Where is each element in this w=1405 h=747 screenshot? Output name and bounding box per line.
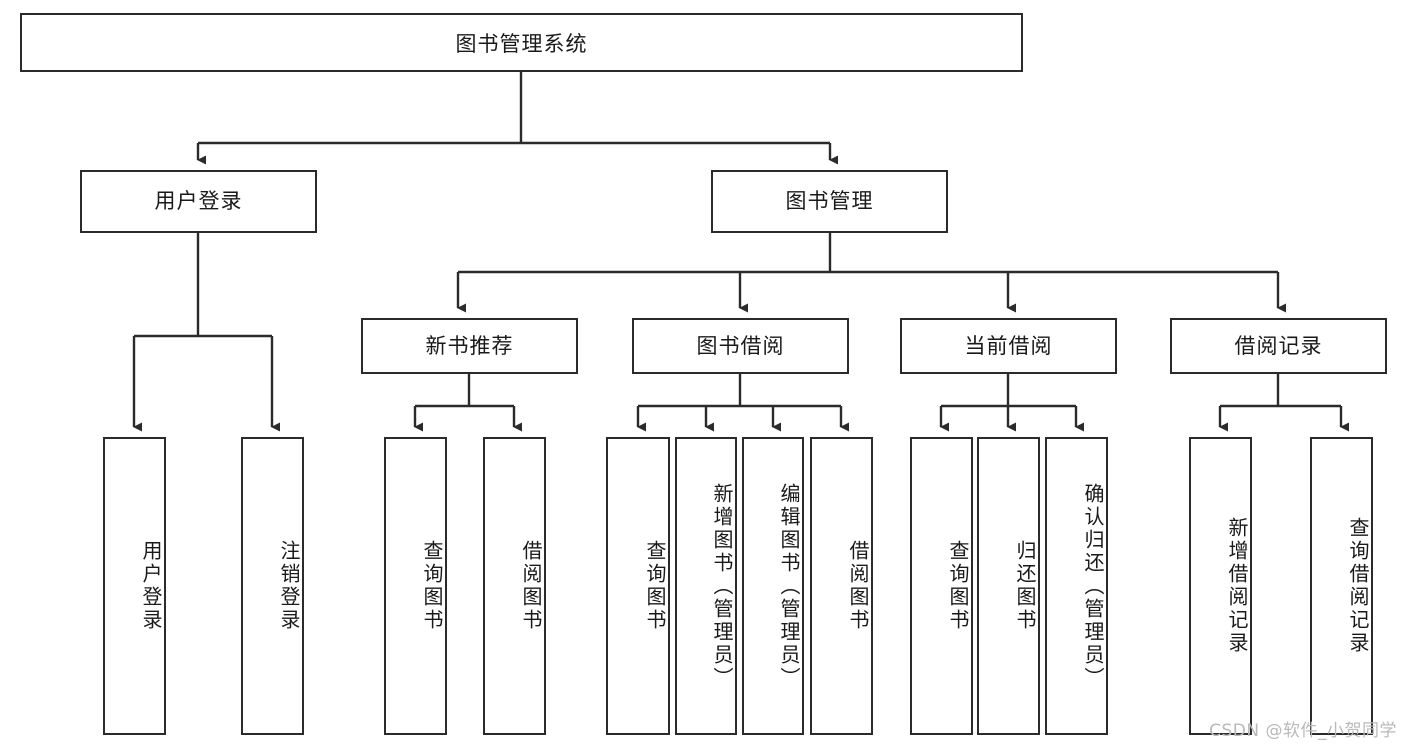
leaf-user-login[interactable]: 用户登录 <box>103 437 166 735</box>
leaf-borrow-book-recommend[interactable]: 借阅图书 <box>483 437 546 735</box>
node-borrow-record[interactable]: 借阅记录 <box>1170 318 1387 374</box>
leaf-add-book-admin[interactable]: 新增图书（管理员） <box>675 437 737 735</box>
leaf-query-book-current[interactable]: 查询图书 <box>910 437 973 735</box>
node-new-book-recommend[interactable]: 新书推荐 <box>361 318 578 374</box>
node-book-borrow[interactable]: 图书借阅 <box>632 318 849 374</box>
leaf-query-borrow-record[interactable]: 查询借阅记录 <box>1310 437 1373 735</box>
node-root-system[interactable]: 图书管理系统 <box>20 13 1023 72</box>
node-current-borrow[interactable]: 当前借阅 <box>900 318 1117 374</box>
node-user-login[interactable]: 用户登录 <box>80 170 317 233</box>
node-book-management[interactable]: 图书管理 <box>711 170 948 233</box>
leaf-return-book[interactable]: 归还图书 <box>977 437 1040 735</box>
leaf-logout[interactable]: 注销登录 <box>241 437 304 735</box>
leaf-query-book-recommend[interactable]: 查询图书 <box>384 437 447 735</box>
leaf-query-book-borrow[interactable]: 查询图书 <box>606 437 670 735</box>
csdn-watermark: CSDN @软件_小贺同学 <box>1209 721 1397 741</box>
leaf-borrow-book[interactable]: 借阅图书 <box>810 437 873 735</box>
leaf-edit-book-admin[interactable]: 编辑图书（管理员） <box>742 437 804 735</box>
leaf-confirm-return-admin[interactable]: 确认归还（管理员） <box>1045 437 1108 735</box>
leaf-add-borrow-record[interactable]: 新增借阅记录 <box>1189 437 1252 735</box>
